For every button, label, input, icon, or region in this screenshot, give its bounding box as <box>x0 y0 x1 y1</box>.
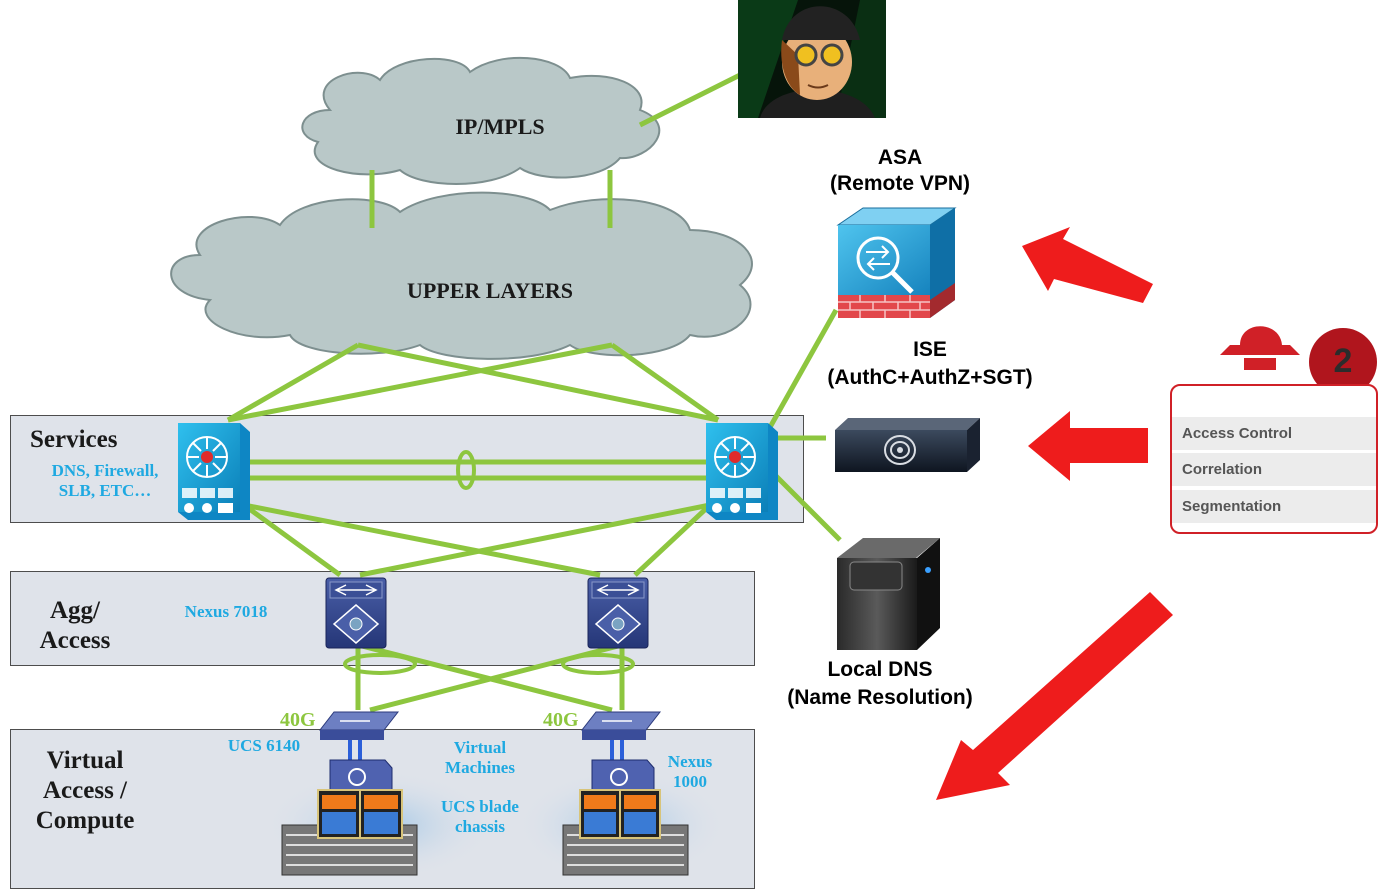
services-subtitle: DNS, Firewall, SLB, ETC… <box>51 461 159 500</box>
alert-badge <box>1309 328 1377 396</box>
upper-layers-cloud <box>170 191 753 360</box>
panel-item-access-control[interactable]: Access Control <box>1172 417 1376 451</box>
security-capabilities-panel: Access Control Correlation Segmentation <box>1170 384 1378 534</box>
services-band <box>10 415 804 523</box>
ise-label: ISE (AuthC+AuthZ+SGT) <box>827 338 1033 389</box>
virtual-machines-label: Virtual Machines <box>445 738 515 777</box>
hacker-avatar-icon <box>738 0 886 118</box>
blade-chassis-left <box>265 759 495 880</box>
attack-arrows <box>936 227 1173 800</box>
asa-label: ASA (Remote VPN) <box>829 146 971 195</box>
ucs-fabric-right[interactable] <box>580 711 662 740</box>
ise-appliance-icon[interactable] <box>835 418 980 472</box>
ucs-blade-chassis-label: UCS blade chassis <box>441 797 519 836</box>
agg-switch-right[interactable] <box>587 577 649 649</box>
local-dns-server-icon[interactable] <box>837 538 940 650</box>
nexus-1000-label: Nexus 1000 <box>667 752 713 791</box>
speed-40g-right: 40G <box>543 709 579 731</box>
network-links <box>226 72 842 713</box>
speed-40g-left: 40G <box>280 709 316 731</box>
ip-mpls-label: IP/MPLS <box>455 114 545 139</box>
blade-chassis-right <box>517 759 727 880</box>
services-switch-left[interactable] <box>178 423 250 520</box>
agg-switch-left[interactable] <box>325 577 387 649</box>
agg-access-title: Agg/ Access <box>39 597 111 654</box>
panel-item-segmentation[interactable]: Segmentation <box>1172 490 1376 524</box>
ip-mpls-cloud <box>301 56 661 185</box>
panel-item-correlation[interactable]: Correlation <box>1172 453 1376 487</box>
nexus-7018-label: Nexus 7018 <box>184 602 268 621</box>
asa-firewall-icon[interactable] <box>836 207 957 318</box>
local-dns-label: Local DNS (Name Resolution) <box>787 658 973 709</box>
alert-badge-number: 2 <box>1333 342 1353 380</box>
services-switch-right[interactable] <box>706 423 778 520</box>
port-channel-rings <box>343 450 635 675</box>
ucs-fabric-left[interactable] <box>318 711 400 740</box>
upper-layers-label: UPPER LAYERS <box>406 278 574 303</box>
services-title: Services <box>30 426 118 453</box>
virtual-compute-title: Virtual Access / Compute <box>35 747 135 834</box>
ucs-6140-label: UCS 6140 <box>227 736 301 755</box>
